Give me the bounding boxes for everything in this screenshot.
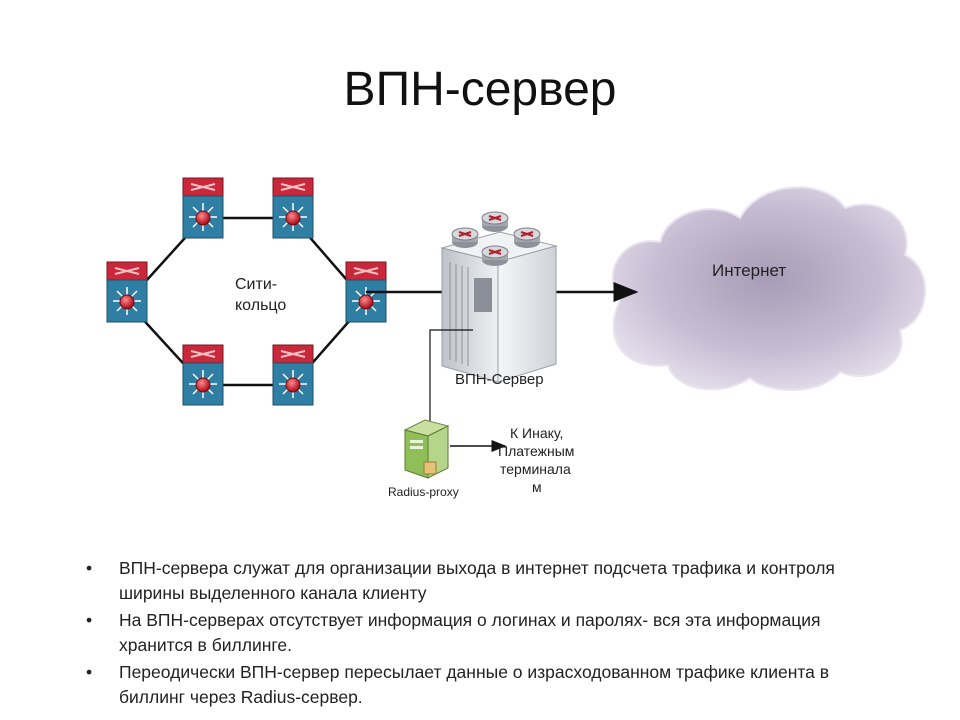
bullet-list: ВПН-сервера служат для организации выход… — [86, 556, 866, 712]
bullet-item: На ВПН-серверах отсутствует информация о… — [86, 608, 866, 658]
billing-target-line4: м — [532, 479, 542, 495]
billing-target-line2: Платежным — [498, 443, 574, 459]
ring-switch-3 — [345, 261, 387, 323]
ring-switches — [106, 177, 387, 406]
billing-target-line3: терминала — [500, 461, 571, 477]
billing-target-line1: К Инаку, — [510, 425, 563, 441]
radius-proxy-label: Radius-proxy — [388, 485, 459, 499]
ring-switch-1 — [182, 177, 224, 239]
network-diagram: Интернет Сити- кольцо ВПН-Сервер — [106, 177, 927, 499]
ring-switch-2 — [272, 177, 314, 239]
radius-proxy: Radius-proxy — [388, 419, 459, 499]
ring-switch-6 — [106, 261, 148, 323]
router-cluster — [451, 211, 541, 266]
internet-label: Интернет — [712, 261, 786, 280]
bullet-item: Переодически ВПН-сервер пересылает данны… — [86, 660, 866, 710]
slide-title: ВПН-сервер — [343, 63, 617, 116]
ring-switch-4 — [272, 344, 314, 406]
ring-label-line2: кольцо — [235, 297, 286, 314]
vpn-server: ВПН-Сервер — [440, 211, 558, 388]
radius-link — [429, 329, 473, 436]
ring-label-line1: Сити- — [235, 276, 277, 293]
bullet-item: ВПН-сервера служат для организации выход… — [86, 556, 866, 606]
internet-cloud: Интернет — [611, 186, 927, 392]
ring-switch-5 — [182, 344, 224, 406]
vpn-server-label: ВПН-Сервер — [455, 371, 544, 388]
